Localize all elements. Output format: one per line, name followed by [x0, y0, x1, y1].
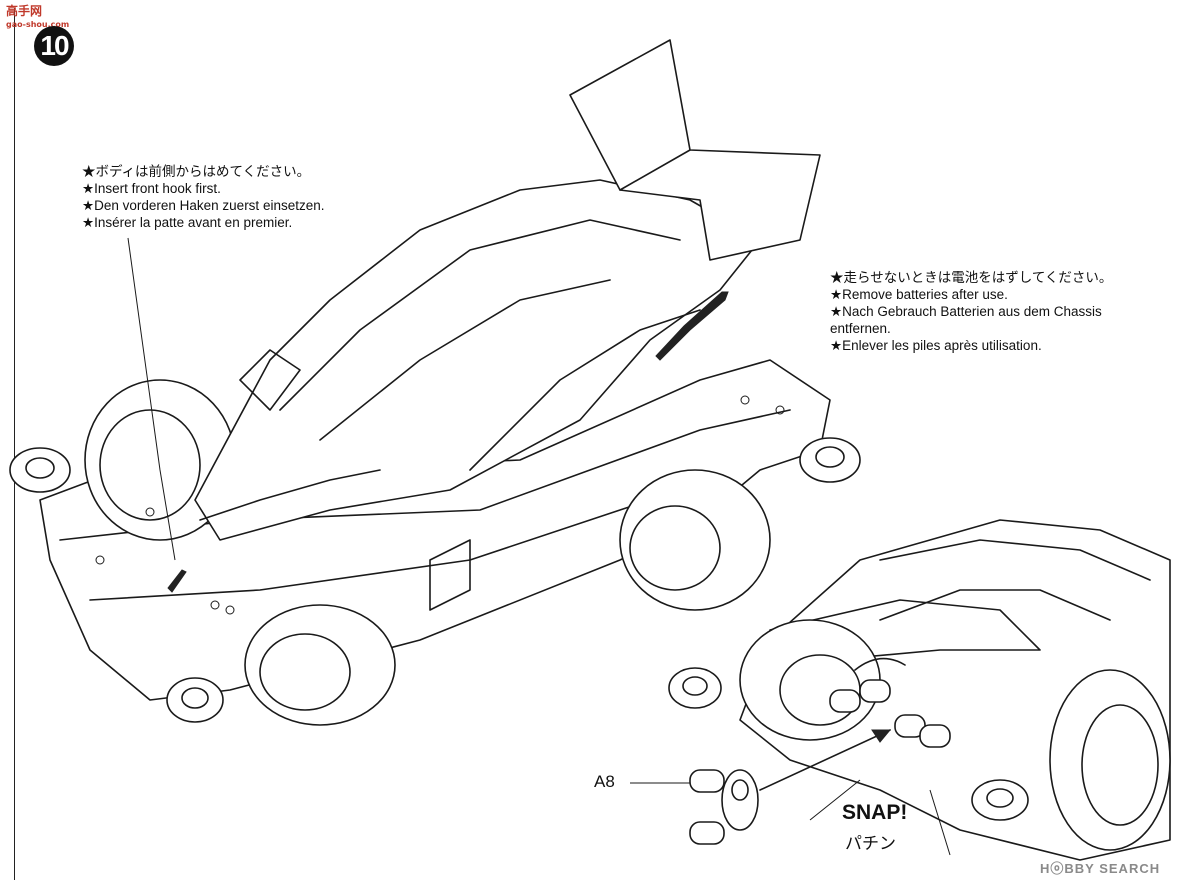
note-batt-jp: ★走らせないときは電池をはずしてください。	[830, 270, 1113, 285]
part-label-a8: A8	[594, 772, 615, 791]
step-badge-icon: 10	[34, 26, 74, 66]
watermark-bottom-text: HⓞBBY SEARCH	[1040, 861, 1161, 876]
watermark-brand: 高手网	[6, 4, 43, 18]
watermark-top-left: 高手网 gao-shou.com	[6, 2, 69, 29]
note-front-en: ★Insert front hook first.	[82, 181, 221, 196]
watermark-site: gao-shou.com	[6, 20, 70, 29]
note-front-hook: ★ボディは前側からはめてください。 ★Insert front hook fir…	[82, 163, 324, 231]
pointer-arrow-icon	[127, 237, 176, 561]
rear-detail-illustration	[668, 519, 1171, 861]
snap-leader-line	[809, 779, 861, 821]
note-front-fr: ★Insérer la patte avant en premier.	[82, 215, 293, 230]
step-number: 10	[40, 30, 69, 61]
note-batt-fr: ★Enlever les piles après utilisation.	[830, 338, 1042, 353]
note-batt-en: ★Remove batteries after use.	[830, 287, 1008, 302]
snap-label: SNAP!	[842, 801, 908, 824]
snap-leader-line-2	[929, 789, 951, 856]
note-front-de: ★Den vorderen Haken zuerst einsetzen.	[82, 198, 325, 213]
snap-label-jp: パチン	[845, 834, 896, 854]
car-illustration	[9, 39, 861, 726]
note-front-jp: ★ボディは前側からはめてください。	[82, 164, 311, 179]
note-remove-batteries: ★走らせないときは電池をはずしてください。 ★Remove batteries …	[830, 269, 1165, 354]
page-frame	[14, 8, 1191, 880]
note-batt-de: ★Nach Gebrauch Batterien aus dem Chassis…	[830, 304, 1102, 336]
watermark-bottom-right: HⓞBBY SEARCH	[1040, 858, 1160, 877]
